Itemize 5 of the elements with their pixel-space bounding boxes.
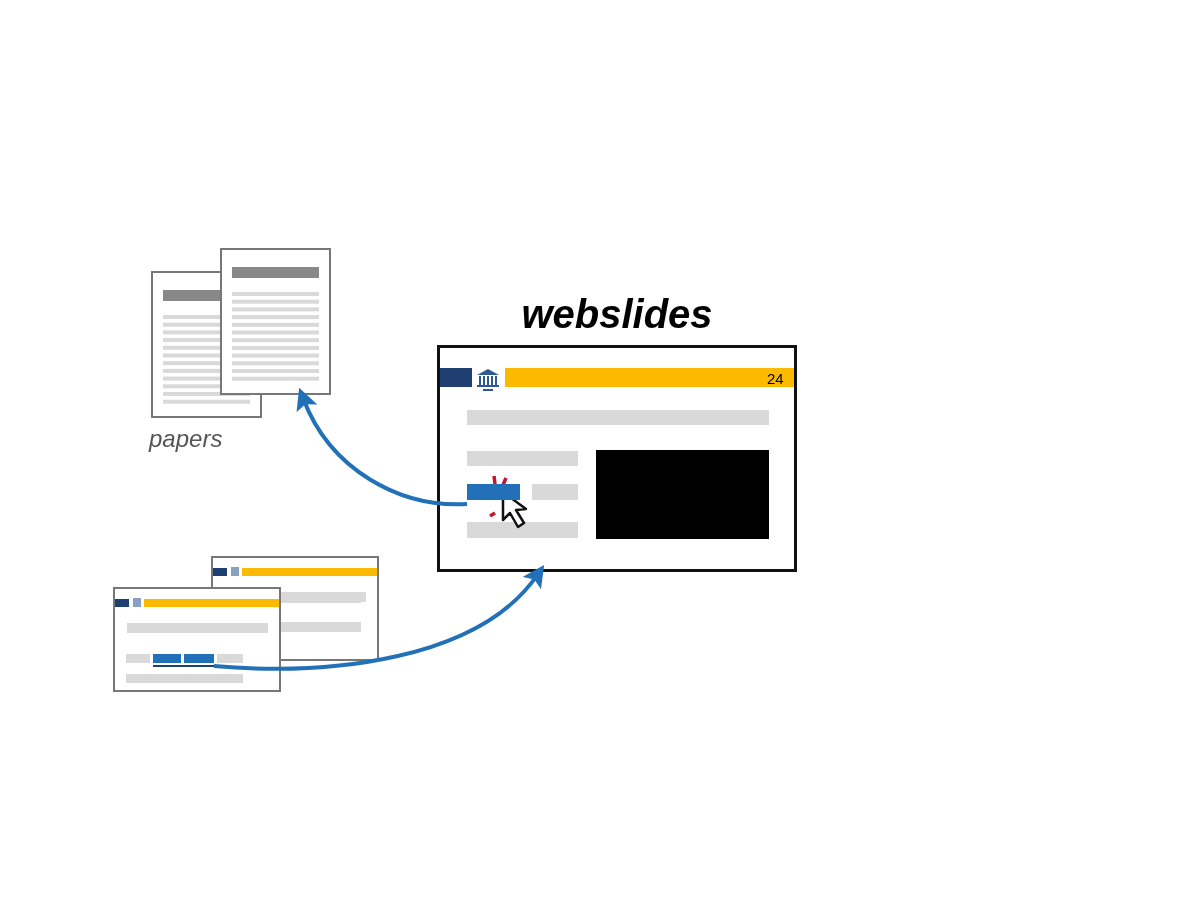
slide-number: 24 [767,370,784,388]
link-button [467,484,520,500]
slide-title: webslides [520,291,714,337]
curved-arrow [213,565,545,671]
papers-label: papers [149,425,223,453]
